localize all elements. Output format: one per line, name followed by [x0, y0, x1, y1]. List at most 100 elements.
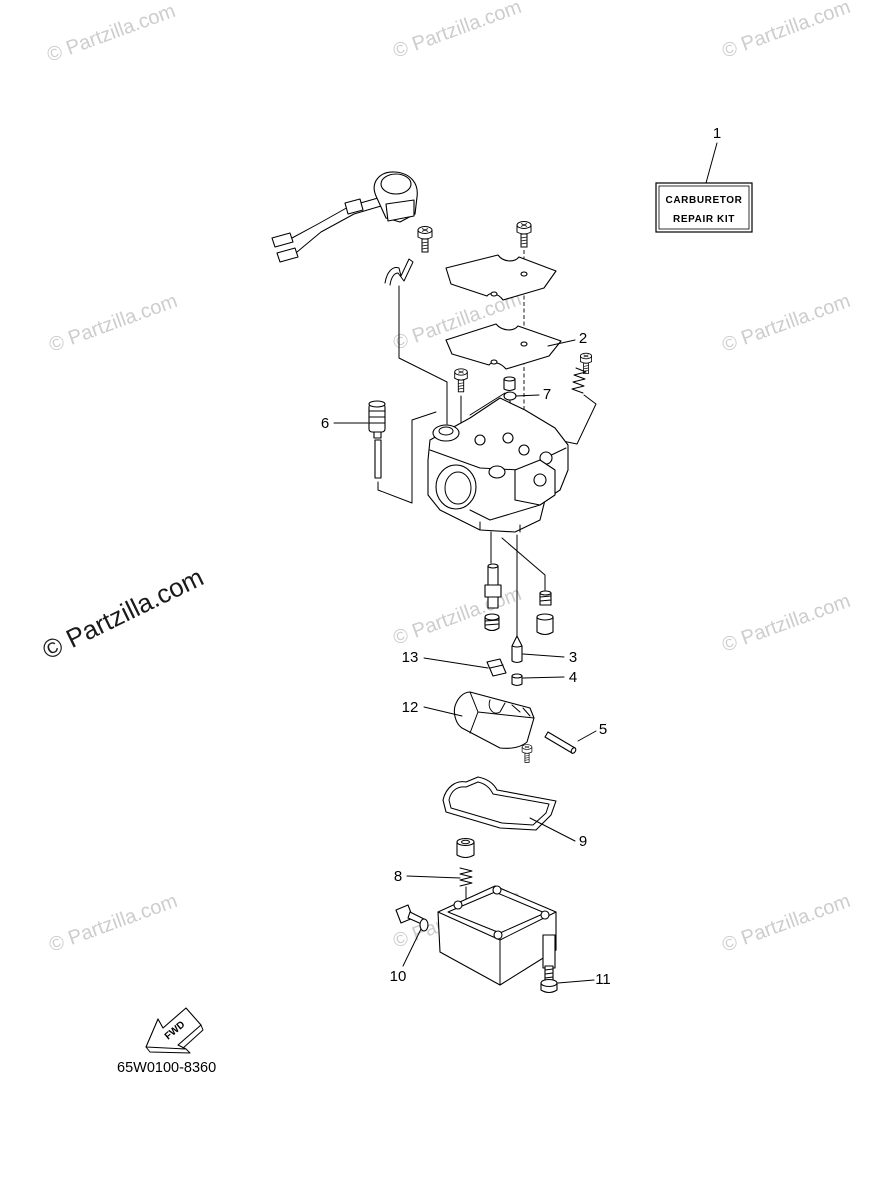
callout-leaders — [333, 142, 718, 984]
watermark-text: © Partzilla.com — [390, 583, 524, 650]
gasket-inner — [448, 781, 550, 826]
carburetor-body — [427, 397, 569, 533]
watermark-text: © Partzilla.com — [46, 290, 180, 357]
choke-cable-connector — [271, 171, 418, 263]
jet-ridges — [368, 410, 386, 424]
part-6-pilot-jet — [368, 400, 386, 479]
callout-numbers: 1 2 3 4 5 6 7 8 9 10 11 12 13 — [321, 125, 721, 988]
leader-2 — [547, 339, 576, 347]
callout-9: 9 — [579, 833, 587, 850]
body-port — [502, 432, 514, 444]
leader-11 — [557, 979, 595, 984]
pilot-spring — [571, 367, 587, 394]
jet-body — [368, 403, 386, 433]
part-10-drain-screw — [395, 904, 429, 932]
needle-body — [511, 635, 523, 664]
jet-pin — [374, 439, 382, 479]
pin-body — [544, 731, 576, 754]
cap-top — [536, 613, 554, 621]
bowl-screw-hole — [453, 900, 463, 910]
float-details — [469, 691, 535, 734]
watermark-text-large: © Partzilla.com — [37, 562, 208, 666]
watermark-text: © Partzilla.com — [719, 290, 853, 357]
pilot-jet-top — [539, 590, 552, 596]
kit-label-line1: CARBURETOR — [666, 195, 743, 206]
leader-10 — [402, 928, 422, 967]
leader-9 — [529, 817, 576, 842]
leader-1 — [705, 142, 718, 184]
needle-edge — [511, 645, 523, 648]
bushing-body — [456, 841, 475, 859]
float-outline — [453, 691, 535, 749]
assembly-line — [501, 537, 546, 591]
cable-plugs — [271, 232, 299, 263]
clip-edge — [489, 664, 504, 669]
pilot-screw-and-spring — [571, 352, 592, 394]
pin-end — [570, 747, 577, 754]
callout-4: 4 — [569, 669, 577, 686]
leader-7 — [515, 394, 540, 397]
screw — [417, 226, 433, 253]
plate-outline — [445, 254, 557, 301]
assembly-line — [398, 285, 448, 425]
nozzle-threads — [484, 619, 500, 626]
jet-body — [503, 378, 516, 392]
kit-box-inner — [658, 185, 750, 230]
nozzle-top — [484, 613, 500, 621]
watermark-text: © Partzilla.com — [44, 0, 178, 67]
plate-hole — [490, 291, 498, 297]
screw — [521, 744, 533, 763]
arrow-depth — [145, 1024, 204, 1054]
watermark-text: © Partzilla.com — [390, 0, 524, 63]
jet-neck — [373, 431, 382, 439]
gasket-hole — [490, 359, 498, 365]
leader-5 — [577, 730, 597, 742]
pilot-jet-threads — [539, 595, 552, 602]
body-port — [474, 434, 486, 446]
gasket-hole — [520, 341, 528, 347]
callout-2: 2 — [579, 330, 587, 347]
top-boss-hole — [438, 426, 454, 436]
part-9-bowl-gasket — [442, 776, 557, 831]
watermark-text: © Partzilla.com — [719, 890, 853, 957]
part-4-valve-seat — [511, 673, 523, 687]
venturi-bore — [444, 471, 472, 505]
leader-3 — [522, 653, 565, 658]
bushing — [456, 837, 475, 859]
kit-label-line2: REPAIR KIT — [673, 214, 735, 225]
venturi — [435, 464, 477, 510]
arrow-body — [145, 1007, 202, 1050]
part-13-clip — [486, 658, 507, 677]
pilot-jet — [539, 590, 552, 606]
clip-body — [486, 658, 507, 677]
repair-kit-label: CARBURETOR REPAIR KIT — [655, 182, 753, 233]
body-port — [533, 473, 547, 487]
callout-10: 10 — [390, 968, 407, 985]
watermark-text: © Partzilla.com — [46, 890, 180, 957]
main-nozzle — [484, 613, 500, 632]
jet-top — [368, 400, 386, 408]
choke-bracket — [384, 258, 414, 286]
callout-12: 12 — [402, 699, 419, 716]
connector-base — [385, 199, 415, 222]
leader-13 — [423, 657, 489, 669]
callout-13: 13 — [402, 649, 419, 666]
screw-head-top — [540, 978, 558, 988]
bushing-top — [456, 837, 475, 847]
washer — [419, 918, 429, 932]
leader-12 — [423, 706, 463, 717]
cable-wires — [291, 197, 382, 253]
part-2-gasket — [445, 323, 562, 370]
cap-body — [536, 616, 554, 636]
callout-8: 8 — [394, 868, 402, 885]
body-boss — [488, 465, 506, 479]
callout-11: 11 — [595, 971, 611, 988]
diagram-code: 65W0100-8360 — [117, 1060, 216, 1076]
callout-1: 1 — [713, 125, 721, 142]
tube-top — [487, 563, 499, 569]
part-3-needle-valve — [511, 635, 523, 664]
assembly-line — [377, 411, 437, 504]
watermark-text: © Partzilla.com — [719, 0, 853, 63]
